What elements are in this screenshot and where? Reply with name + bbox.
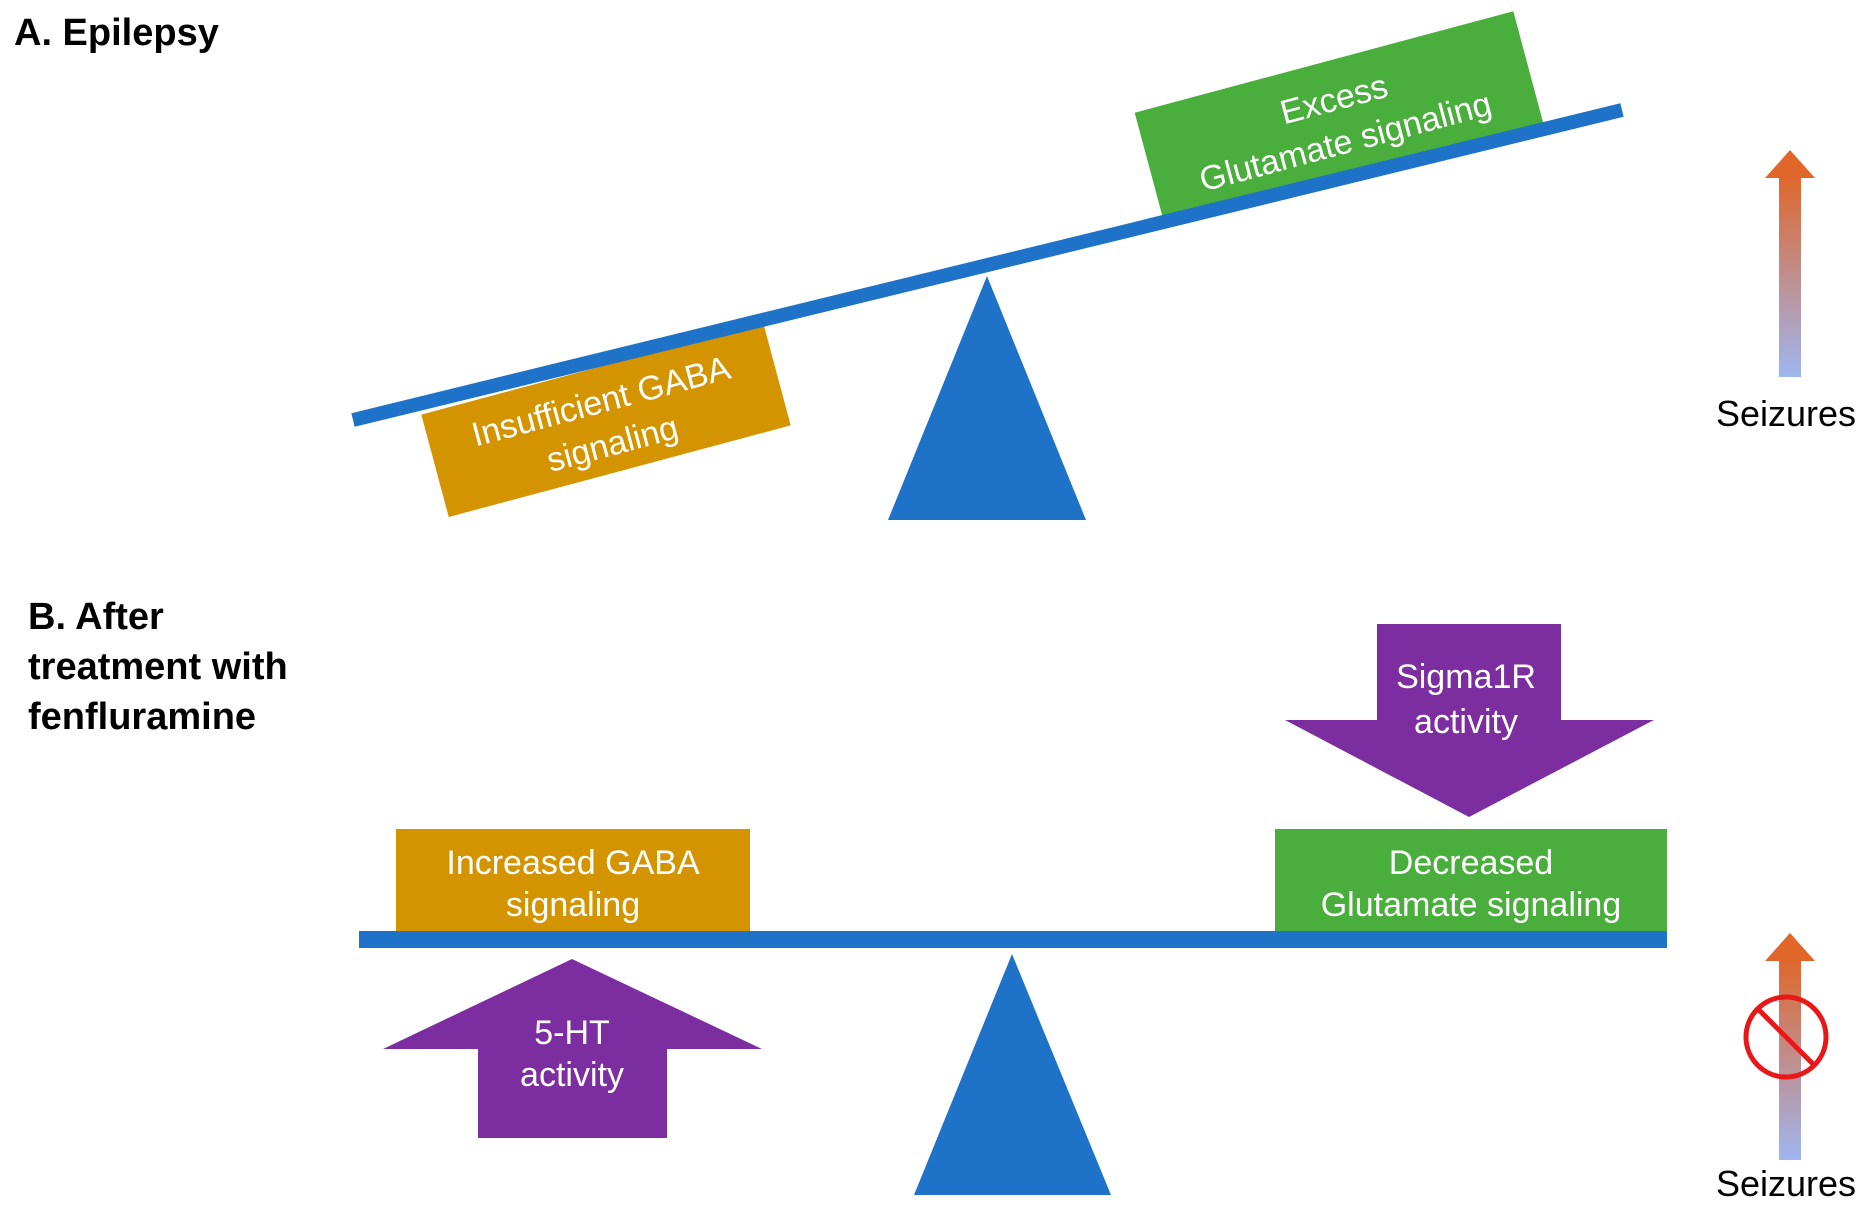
panel-b-heading-line-1: B. After (28, 596, 164, 638)
panel-a-seizures-label: Seizures (1716, 393, 1856, 434)
panel-b-sigma1r-line-2: activity (1414, 703, 1518, 741)
panel-b-5ht-line-1: 5-HT (534, 1014, 610, 1052)
panel-b-5ht-up-arrow: 5-HT activity (383, 959, 762, 1138)
prohibition-icon (1743, 994, 1829, 1080)
panel-b-gaba-line-2: signaling (506, 886, 640, 924)
panel-b-seizure-arrow-icon (1765, 933, 1815, 1160)
panel-a-fulcrum (888, 276, 1086, 520)
panel-b-seizures-label: Seizures (1716, 1163, 1856, 1204)
panel-a-heading: A. Epilepsy (14, 12, 219, 54)
panel-b-sigma1r-line-1: Sigma1R (1396, 658, 1536, 696)
panel-b-heading-line-2: treatment with (28, 646, 288, 688)
panel-b-glutamate-box: Decreased Glutamate signaling (1275, 829, 1667, 931)
panel-b-heading-line-3: fenfluramine (28, 696, 257, 738)
panel-b-glutamate-line-1: Decreased (1389, 844, 1553, 882)
panel-b-gaba-box: Increased GABA signaling (396, 829, 750, 931)
panel-b-sigma1r-down-arrow: Sigma1R activity (1285, 624, 1654, 817)
panel-b-5ht-line-2: activity (520, 1056, 624, 1094)
panel-b-gaba-line-1: Increased GABA (446, 844, 700, 882)
panel-b-glutamate-line-2: Glutamate signaling (1321, 886, 1622, 924)
panel-a-glutamate-box: Excess Glutamate signaling (1134, 11, 1544, 225)
panel-b-heading: B. After treatment with fenfluramine (28, 592, 288, 742)
panel-a-seizure-arrow-icon (1765, 150, 1815, 377)
panel-b-fulcrum (914, 954, 1111, 1195)
panel-a-beam (351, 103, 1624, 427)
panel-b-beam (359, 931, 1667, 948)
